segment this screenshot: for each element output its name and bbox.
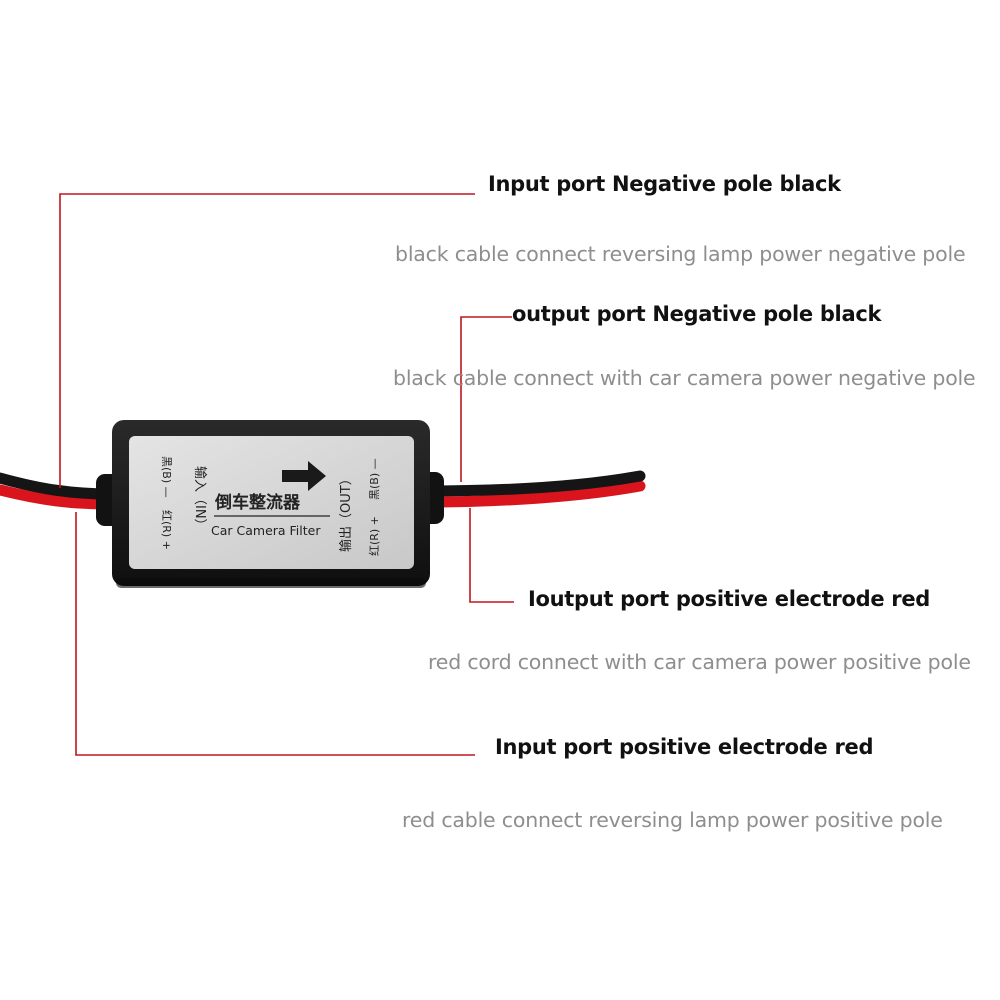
input-port-label: 输入（IN） (192, 466, 208, 532)
input-positive-label: 红(R) + (160, 510, 173, 550)
case-shadow (116, 578, 426, 588)
input-positive-desc: red cable connect reversing lamp power p… (402, 808, 943, 832)
label-panel (129, 436, 414, 569)
right-wires (419, 470, 646, 508)
input-positive-title: Input port positive electrode red (495, 735, 874, 759)
output-port-label: 输出（OUT） (338, 472, 354, 552)
left-wires (0, 472, 118, 510)
leader-input-positive (75, 512, 475, 756)
output-negative-desc: black cable connect with car camera powe… (393, 366, 976, 390)
output-negative-label: 黑(B) — (368, 458, 381, 500)
input-negative-title: Input port Negative pole black (488, 172, 841, 196)
leader-input-negative (59, 193, 475, 488)
output-positive-label: 红(R) + (368, 516, 381, 556)
leader-lines (59, 193, 514, 756)
right-black-wire (419, 470, 646, 497)
leader-output-positive (469, 508, 514, 603)
direction-arrow-icon (282, 461, 326, 491)
input-negative-label: 黑(B) — (160, 456, 173, 498)
output-positive-title: Ioutput port positive electrode red (528, 587, 931, 611)
output-negative-title: output port Negative pole black (512, 302, 882, 326)
output-positive-desc: red cord connect with car camera power p… (428, 650, 971, 674)
right-red-wire (419, 480, 646, 508)
input-negative-desc: black cable connect reversing lamp power… (395, 242, 966, 266)
leader-output-negative (460, 316, 512, 482)
device-english-name: Car Camera Filter (211, 523, 321, 538)
device-chinese-name: 倒车整流器 (214, 492, 301, 513)
